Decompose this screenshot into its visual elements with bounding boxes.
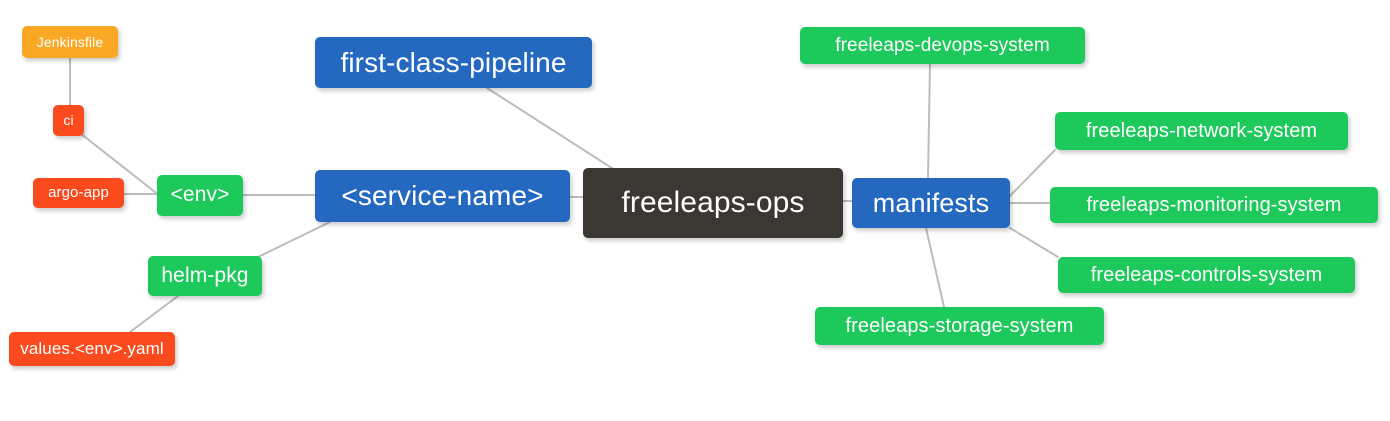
edge-freeleaps-controls-system-to-manifests xyxy=(1009,227,1059,258)
mindmap-node-env[interactable]: <env> xyxy=(157,175,243,216)
node-label: helm-pkg xyxy=(161,263,249,287)
node-label: freeleaps-monitoring-system xyxy=(1086,193,1342,216)
mindmap-node-values-env-yaml[interactable]: values.<env>.yaml xyxy=(9,332,175,366)
node-label: ci xyxy=(63,112,74,129)
node-label: <env> xyxy=(170,183,230,207)
mindmap-node-helm-pkg[interactable]: helm-pkg xyxy=(148,256,262,296)
node-label: freeleaps-devops-system xyxy=(835,34,1050,56)
edge-first-class-pipeline-to-freeleaps-ops xyxy=(486,87,619,173)
edge-freeleaps-devops-system-to-manifests xyxy=(927,63,931,179)
mindmap-node-first-class-pipeline[interactable]: first-class-pipeline xyxy=(315,37,592,88)
node-label: Jenkinsfile xyxy=(36,33,104,50)
mindmap-node-freeleaps-devops-system[interactable]: freeleaps-devops-system xyxy=(800,27,1085,64)
node-label: argo-app xyxy=(48,184,109,202)
mindmap-node-ci[interactable]: ci xyxy=(53,105,84,136)
node-label: freeleaps-controls-system xyxy=(1090,263,1323,286)
mindmap-node-freeleaps-controls-system[interactable]: freeleaps-controls-system xyxy=(1058,257,1355,293)
edge-freeleaps-storage-system-to-manifests xyxy=(925,227,945,308)
mindmap-node-freeleaps-storage-system[interactable]: freeleaps-storage-system xyxy=(815,307,1104,345)
node-label: freeleaps-storage-system xyxy=(845,314,1074,337)
edge-helm-pkg-to-service-name xyxy=(255,221,331,259)
mindmap-node-freeleaps-network-system[interactable]: freeleaps-network-system xyxy=(1055,112,1348,150)
node-label: first-class-pipeline xyxy=(340,46,567,78)
mindmap-node-freeleaps-monitoring-system[interactable]: freeleaps-monitoring-system xyxy=(1050,187,1378,223)
mindmap-node-jenkinsfile[interactable]: Jenkinsfile xyxy=(22,26,118,58)
edge-freeleaps-network-system-to-manifests xyxy=(1009,149,1056,197)
mindmap-node-manifests[interactable]: manifests xyxy=(852,178,1010,228)
node-label: freeleaps-network-system xyxy=(1085,119,1318,142)
mindmap-node-freeleaps-ops[interactable]: freeleaps-ops xyxy=(583,168,843,238)
node-label: manifests xyxy=(872,187,990,218)
node-label: values.<env>.yaml xyxy=(20,339,164,359)
edge-values-env-yaml-to-helm-pkg xyxy=(129,295,179,333)
mindmap-node-argo-app[interactable]: argo-app xyxy=(33,178,124,208)
node-label: <service-name> xyxy=(341,180,544,212)
mindmap-node-service-name[interactable]: <service-name> xyxy=(315,170,570,222)
node-label: freeleaps-ops xyxy=(621,186,805,220)
